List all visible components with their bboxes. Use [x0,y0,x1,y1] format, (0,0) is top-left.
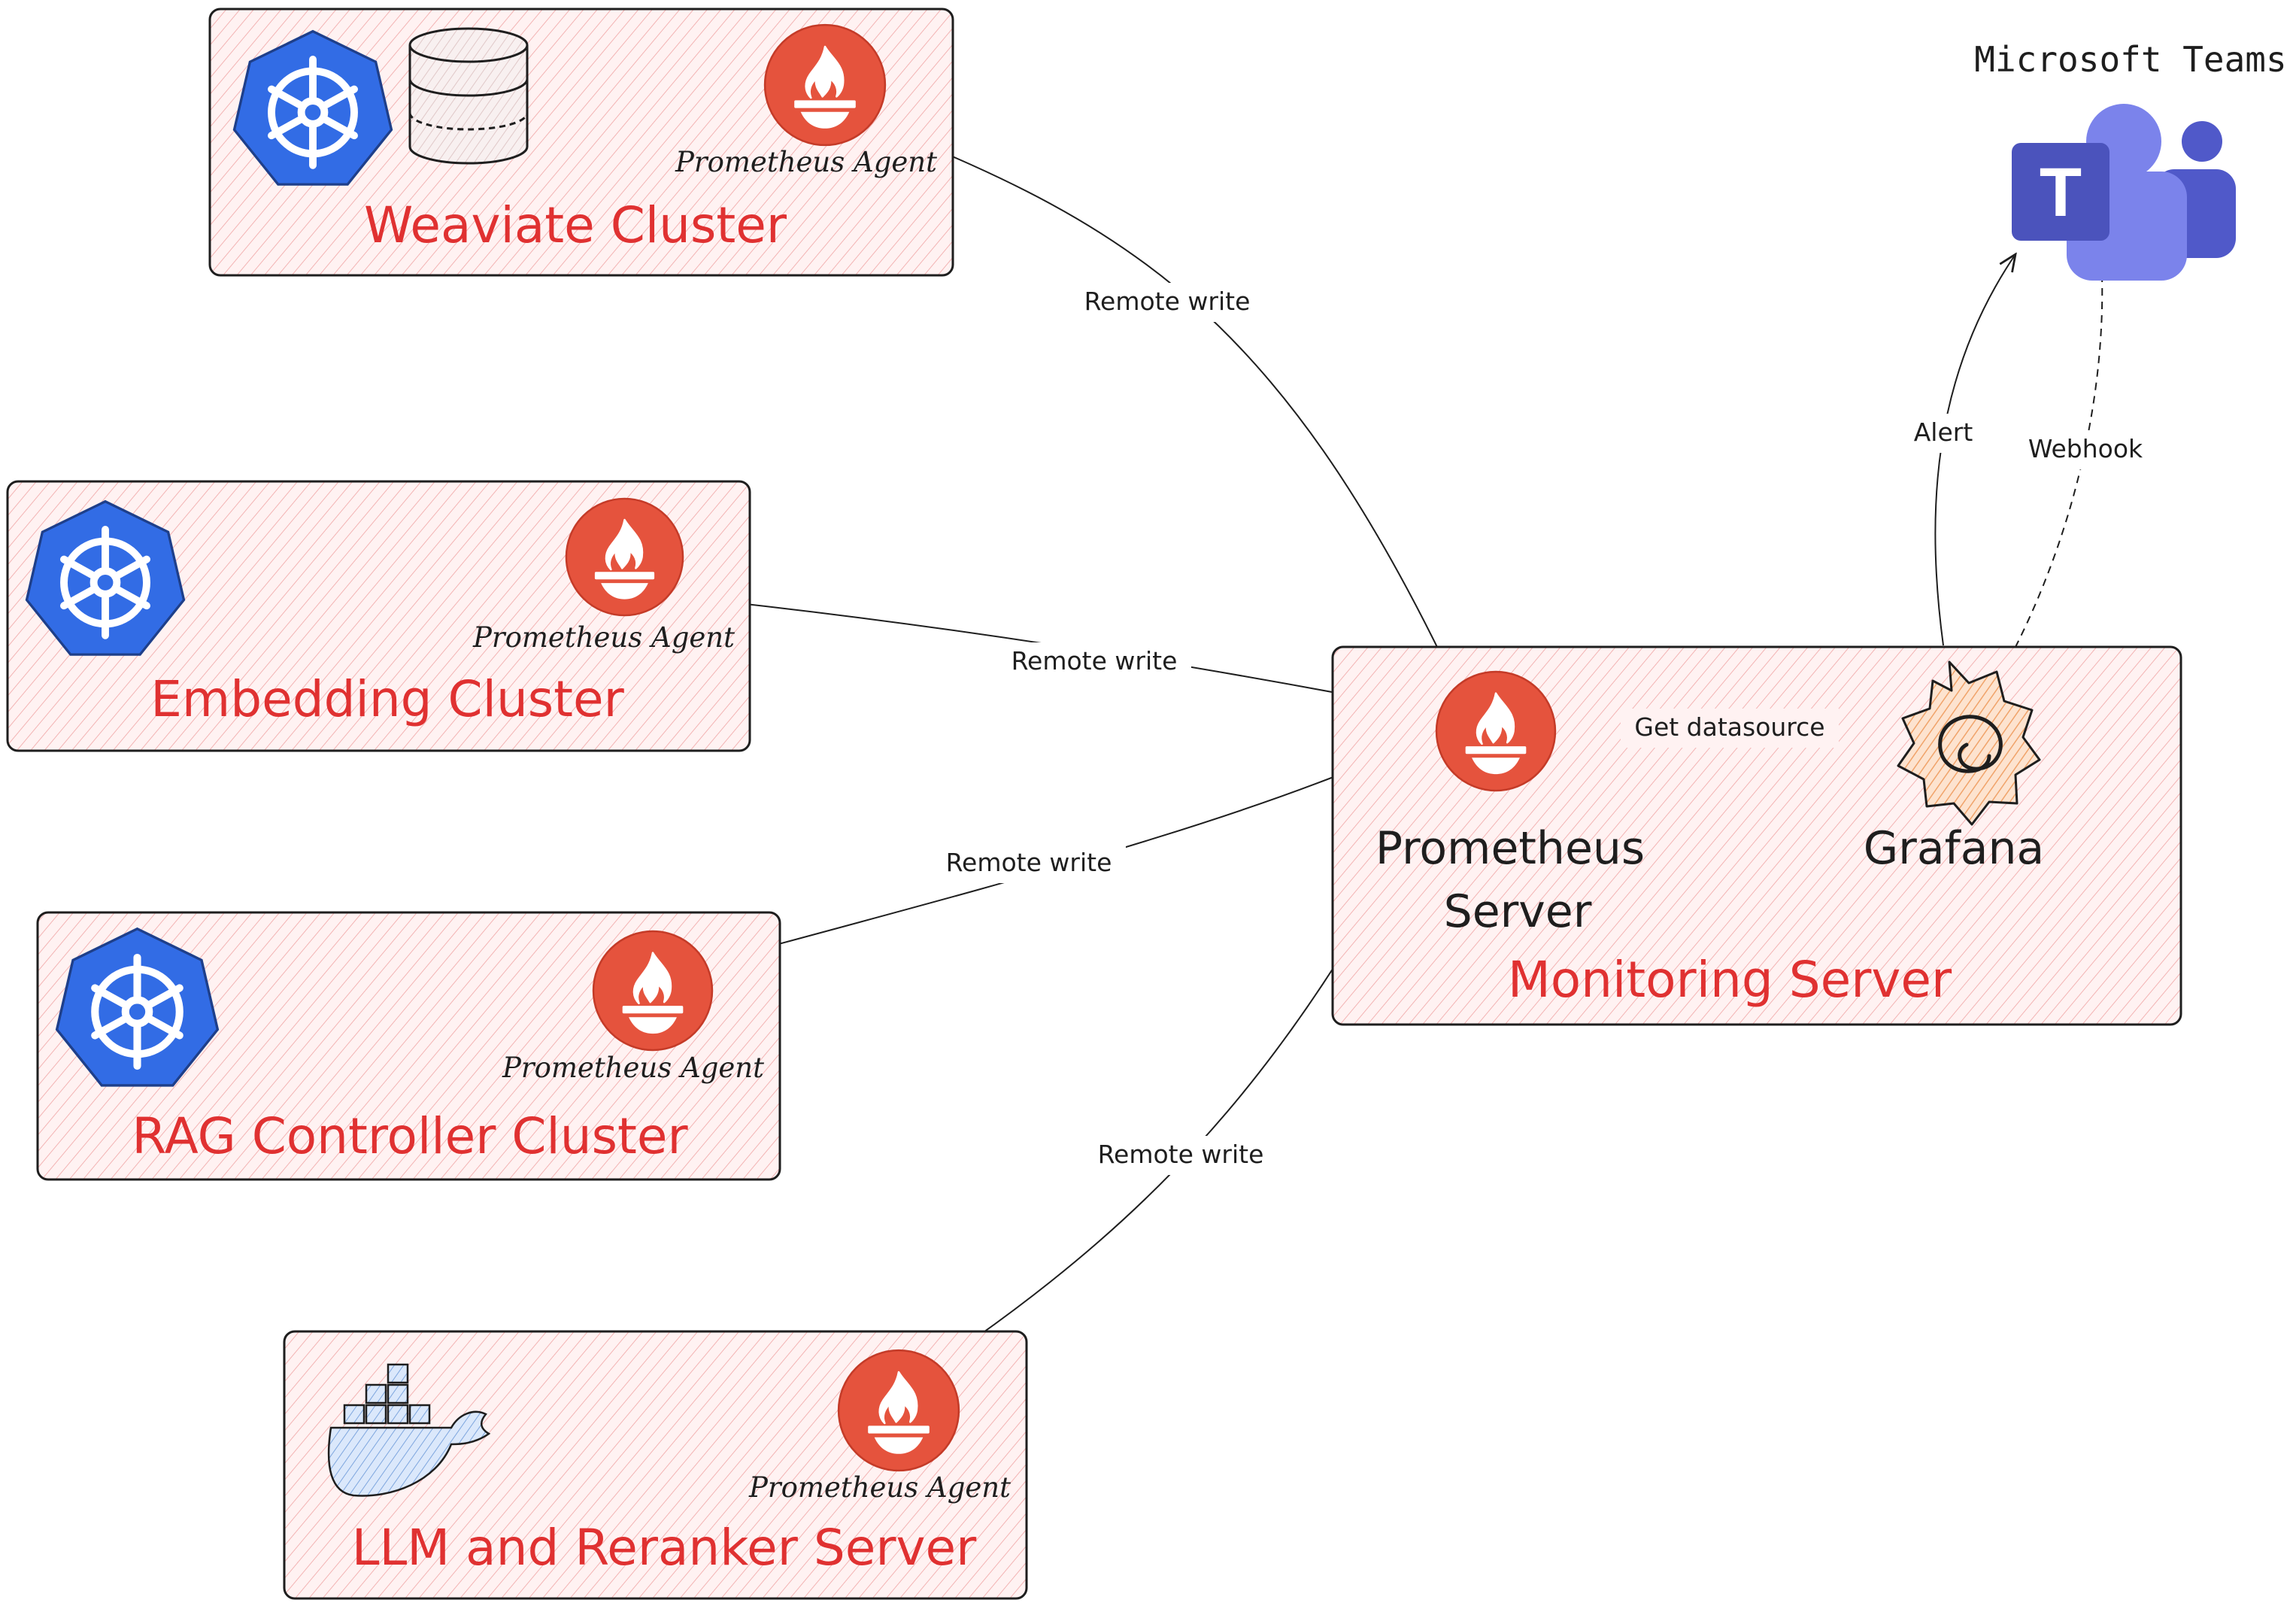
teams-logo-letter: T [2040,154,2082,231]
embedding-remote-write-label: Remote write [1012,646,1178,675]
monitoring-server-title: Monitoring Server [1508,951,1952,1009]
grafana-label: Grafana [1864,822,2045,875]
grafana-icon [1897,660,2041,826]
prometheus-server-label-line1: Prometheus [1375,822,1645,875]
llm-reranker-server-title: LLM and Reranker Server [352,1519,977,1577]
embedding-cluster-box[interactable]: Prometheus Agent Embedding Cluster [6,480,751,752]
rag-controller-cluster-title: RAG Controller Cluster [132,1107,688,1165]
microsoft-teams-icon: T [2012,104,2236,281]
prometheus-agent-label: Prometheus Agent [675,146,937,178]
alert-label: Alert [1914,417,1973,447]
microsoft-teams-title: Microsoft Teams [1974,39,2286,80]
docker-icon [327,1363,491,1497]
prometheus-server-icon [1435,670,1557,792]
weaviate-cluster-box[interactable]: Prometheus Agent Weaviate Cluster [208,8,954,277]
monitoring-server-box[interactable]: Prometheus Server Grafana Monitoring Ser… [1331,645,2182,1026]
prometheus-agent-label: Prometheus Agent [472,621,735,654]
llm-remote-write-label: Remote write [1098,1140,1264,1169]
edge-webhook [1994,274,2103,686]
rag-remote-write-label: Remote write [946,848,1112,877]
database-icon [408,27,529,165]
prometheus-icon [565,497,684,617]
microsoft-teams[interactable]: Microsoft Teams T [1974,39,2287,281]
llm-reranker-server-box[interactable]: Prometheus Agent LLM and Reranker Server [283,1330,1028,1600]
webhook-label: Webhook [2028,434,2143,463]
weaviate-remote-write-label: Remote write [1084,287,1251,316]
prometheus-icon [837,1349,960,1472]
prometheus-icon [592,930,714,1052]
get-datasource-label: Get datasource [1634,712,1824,742]
weaviate-cluster-title: Weaviate Cluster [364,196,787,254]
embedding-cluster-title: Embedding Cluster [150,670,624,728]
edge-weaviate-remote-write [883,127,1450,673]
rag-controller-cluster-box[interactable]: Prometheus Agent RAG Controller Cluster [36,911,781,1181]
prometheus-server-label-line2: Server [1444,885,1592,938]
prometheus-agent-label: Prometheus Agent [748,1471,1011,1504]
prometheus-icon [763,23,887,147]
edge-labels: Remote write Remote write Remote write R… [933,283,2149,1175]
prometheus-agent-label: Prometheus Agent [502,1052,764,1084]
